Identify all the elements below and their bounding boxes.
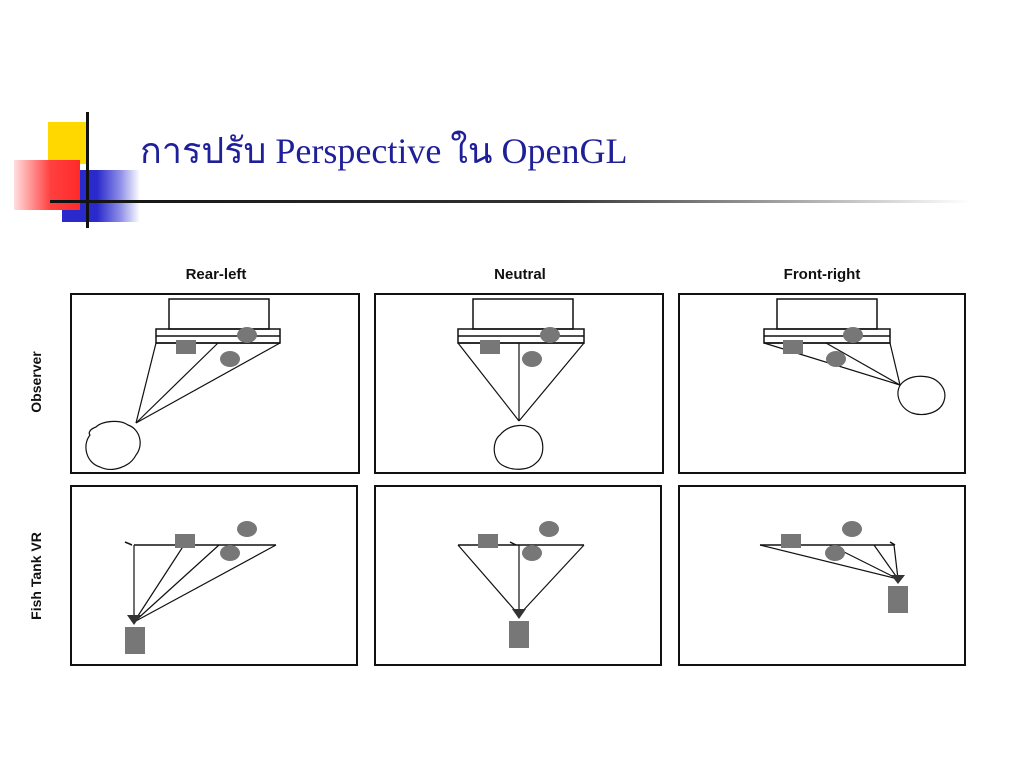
observer-head — [85, 420, 141, 470]
cube-shape — [781, 534, 801, 548]
panel-observer-rear-left — [70, 293, 360, 474]
tracker-camera — [509, 621, 529, 648]
sight-line — [825, 342, 901, 386]
tracker-camera — [888, 586, 908, 613]
sphere-shape — [843, 327, 863, 343]
sight-line — [457, 544, 520, 616]
monitor-top — [776, 298, 878, 330]
cube-shape — [176, 340, 196, 354]
row-label-observer: Observer — [28, 351, 44, 413]
column-label-front-right: Front-right — [783, 266, 861, 283]
sphere-shape — [237, 521, 257, 537]
arrow-head — [512, 609, 526, 619]
sight-line — [889, 342, 901, 386]
arrow-head — [891, 575, 905, 584]
sphere-shape — [539, 521, 559, 537]
sight-line — [135, 342, 219, 424]
sphere-shape — [237, 327, 257, 343]
sight-line — [133, 544, 220, 623]
cube-shape — [175, 534, 195, 548]
monitor-top — [472, 298, 574, 330]
deco-horizontal-line — [50, 200, 970, 203]
panel-fish-tank-rear-left — [70, 485, 358, 666]
sight-line — [135, 342, 157, 424]
cube-shape — [783, 340, 803, 354]
row-label-fish-tank-vr: Fish Tank VR — [28, 532, 44, 620]
sphere-shape — [522, 545, 542, 561]
observer-head — [897, 375, 946, 416]
sight-line — [135, 342, 281, 424]
sphere-shape — [842, 521, 862, 537]
panel-observer-neutral — [374, 293, 664, 474]
cube-shape — [478, 534, 498, 548]
sphere-shape — [825, 545, 845, 561]
sight-line — [133, 544, 185, 623]
sphere-shape — [220, 545, 240, 561]
sight-line — [518, 544, 585, 616]
sphere-shape — [540, 327, 560, 343]
sphere-shape — [522, 351, 542, 367]
panel-fish-tank-front-right — [678, 485, 966, 666]
sight-line — [133, 544, 277, 623]
deco-yellow-square — [48, 122, 88, 164]
sight-line — [873, 544, 899, 580]
slide-title: การปรับ Perspective ใน OpenGL — [140, 131, 628, 171]
panel-fish-tank-neutral — [374, 485, 662, 666]
observer-head — [493, 424, 544, 470]
column-label-rear-left: Rear-left — [185, 266, 247, 283]
sphere-shape — [826, 351, 846, 367]
tracker-camera — [125, 627, 145, 654]
sight-line — [457, 342, 520, 422]
monitor-top — [168, 298, 270, 330]
column-label-neutral: Neutral — [494, 266, 546, 283]
deco-vertical-line — [86, 112, 89, 228]
sight-line — [893, 544, 899, 580]
panel-observer-front-right — [678, 293, 966, 474]
sight-line — [518, 342, 585, 422]
sight-line — [759, 544, 899, 580]
arrow-head — [127, 615, 141, 625]
sphere-shape — [220, 351, 240, 367]
cube-shape — [480, 340, 500, 354]
